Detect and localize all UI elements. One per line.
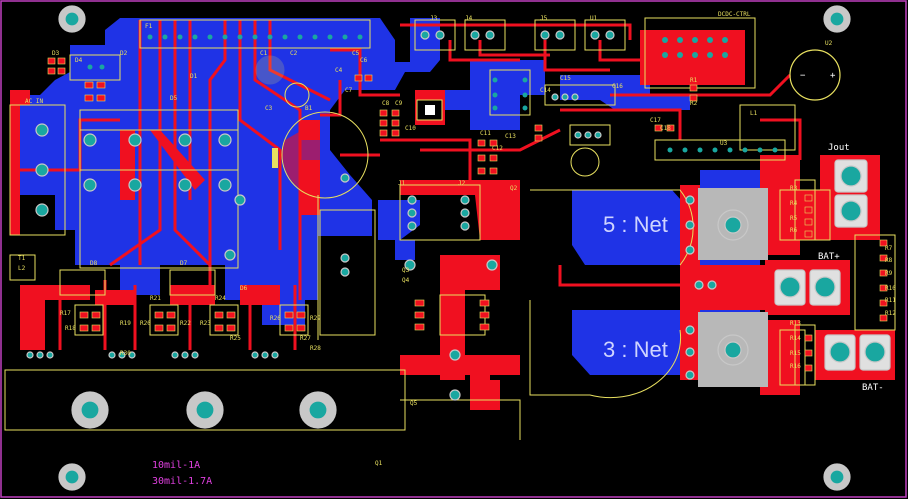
designator-c9: C9 — [395, 100, 403, 107]
net-label-5: 5 : Net — [603, 212, 668, 237]
polarity-plus: + — [830, 71, 836, 81]
label-bat-plus: BAT+ — [818, 252, 840, 262]
designator-q2: Q2 — [510, 185, 518, 192]
designator-c16: C16 — [612, 83, 623, 90]
designator-r21: R21 — [150, 295, 161, 302]
designator-c5: C5 — [352, 50, 360, 57]
designator-c1: C1 — [260, 50, 268, 57]
designator-r28: R28 — [310, 345, 321, 352]
designator-b1: B1 — [305, 105, 313, 112]
designator-j1: J1 — [398, 180, 406, 187]
designator-u3: U3 — [720, 140, 728, 147]
designator-c15: C15 — [560, 75, 571, 82]
designator-c12: C12 — [492, 145, 503, 152]
note-line-2: 30mil-1.7A — [152, 476, 212, 487]
designator-r11: R11 — [885, 297, 896, 304]
designator-r7: R7 — [885, 245, 893, 252]
designator-d8: D8 — [90, 260, 98, 267]
designator-d7: D7 — [180, 260, 188, 267]
designator-c4: C4 — [335, 67, 343, 74]
designator-q3: Q3 — [402, 267, 410, 274]
note-line-1: 10mil-1A — [152, 460, 200, 471]
designator-c7: C7 — [345, 87, 353, 94]
designator-r14: R14 — [790, 335, 801, 342]
designator-q5: Q5 — [410, 400, 418, 407]
designator-d1: D1 — [190, 73, 198, 80]
designator-c14: C14 — [540, 87, 551, 94]
designator-j5: J5 — [540, 15, 548, 22]
designator-r2: R2 — [690, 100, 698, 107]
designator-r13: R13 — [790, 320, 801, 327]
designator-u2: U2 — [825, 40, 833, 47]
smd-pads — [47, 57, 888, 372]
designator-q4: Q4 — [402, 277, 410, 284]
designator-r27: R27 — [300, 335, 311, 342]
designator-r22: R22 — [180, 320, 191, 327]
designator-r8: R8 — [885, 257, 893, 264]
designator-r25: R25 — [230, 335, 241, 342]
designator-r18: R18 — [65, 325, 76, 332]
designator-d6: D6 — [240, 285, 248, 292]
silkscreen-layer — [4, 17, 896, 440]
designator-r23: R23 — [200, 320, 211, 327]
designator-j4: J4 — [465, 15, 473, 22]
designator-r3: R3 — [790, 185, 798, 192]
designator-r24: R24 — [215, 295, 226, 302]
designator-l2: L2 — [18, 265, 26, 272]
designator-j2: J2 — [458, 180, 466, 187]
polarity-minus: − — [800, 71, 806, 81]
designator-c13: C13 — [505, 133, 516, 140]
designator-f1: F1 — [145, 23, 153, 30]
small-ic — [272, 99, 443, 168]
label-bat-minus: BAT- — [862, 383, 884, 393]
designator-c8: C8 — [382, 100, 390, 107]
designator-r26: R26 — [270, 315, 281, 322]
designator-c6: C6 — [360, 57, 368, 64]
designator-r29: R29 — [310, 315, 321, 322]
label-jout: Jout — [828, 143, 850, 153]
designator-r10: R10 — [885, 285, 896, 292]
designator-t1: T1 — [18, 255, 26, 262]
designator-r12: R12 — [885, 310, 896, 317]
designator-c17: C17 — [650, 117, 661, 124]
designator-d3: D3 — [52, 50, 60, 57]
designator-l1: L1 — [750, 110, 758, 117]
net-label-3: 3 : Net — [603, 337, 668, 362]
designator-j3: J3 — [430, 15, 438, 22]
designator-r15: R15 — [790, 350, 801, 357]
designator-r6: R6 — [790, 227, 798, 234]
pad-layer — [26, 5, 891, 491]
designator-q1: Q1 — [375, 460, 383, 467]
designator-r30: R30 — [120, 350, 131, 357]
designator-d5: D5 — [170, 95, 178, 102]
designator-r16: R16 — [790, 363, 801, 370]
designator-c11: C11 — [480, 130, 491, 137]
designator-r19: R19 — [120, 320, 131, 327]
designator-r17: R17 — [60, 310, 71, 317]
label-dc-header: DCDC-CTRL — [718, 11, 751, 18]
designator-c10: C10 — [405, 125, 416, 132]
designator-c18: C18 — [660, 125, 671, 132]
label-ac-in: AC IN — [25, 98, 43, 105]
designator-r9: R9 — [885, 270, 893, 277]
designator-d2: D2 — [120, 50, 128, 57]
designator-u1: U1 — [590, 15, 598, 22]
designator-d4: D4 — [75, 57, 83, 64]
header-pins — [87, 34, 778, 153]
designator-r5: R5 — [790, 215, 798, 222]
designator-c3: C3 — [265, 105, 273, 112]
designator-r20: R20 — [140, 320, 151, 327]
designator-r4: R4 — [790, 200, 798, 207]
designator-c2: C2 — [290, 50, 298, 57]
designator-r1: R1 — [690, 77, 698, 84]
